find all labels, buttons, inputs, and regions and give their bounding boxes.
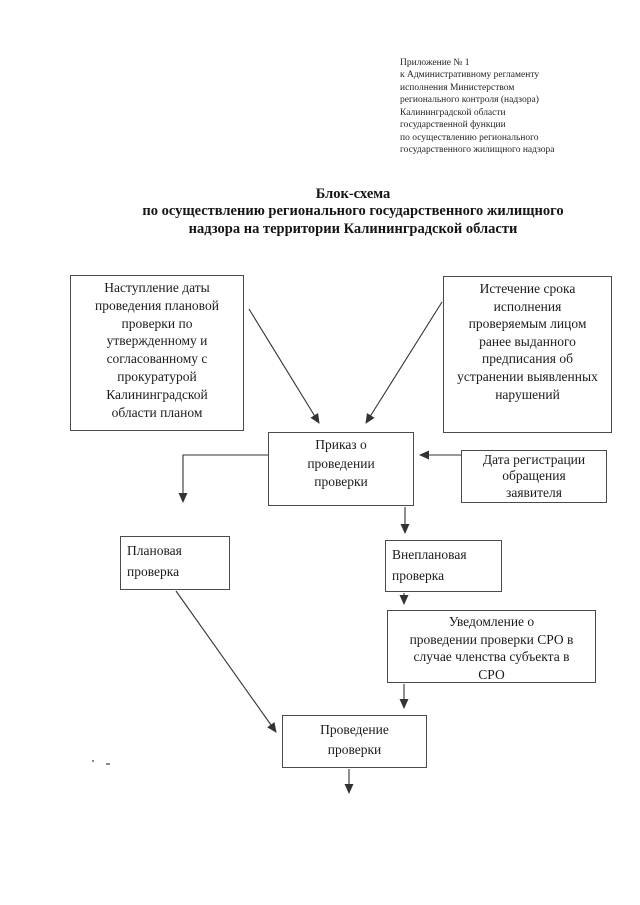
node-inspection-order: Приказ о проведении проверки xyxy=(268,432,414,506)
arrow-planned-date-to-order xyxy=(248,308,320,424)
scan-speck xyxy=(106,763,110,765)
arrow-deadline-to-order xyxy=(365,301,443,424)
node-planned-date: Наступление даты проведения плановой про… xyxy=(70,275,244,431)
arrow-planned-to-conduct xyxy=(175,590,277,733)
scan-speck xyxy=(92,760,94,762)
node-conduct-inspection: Проведение проверки xyxy=(282,715,427,768)
node-deadline-expiry: Истечение срока исполнения проверяемым л… xyxy=(443,276,612,433)
page-title: Блок-схема по осуществлению региональног… xyxy=(142,186,564,237)
node-planned-inspection: Плановая проверка xyxy=(120,536,230,590)
arrow-order-to-planned xyxy=(178,454,268,503)
node-registration-date: Дата регистрации обращения заявителя xyxy=(461,450,607,503)
node-unplanned-inspection: Внеплановая проверка xyxy=(385,540,502,592)
node-sro-notice: Уведомление о проведении проверки СРО в … xyxy=(387,610,596,683)
appendix-header-note: Приложение № 1 к Административному регла… xyxy=(400,58,555,156)
